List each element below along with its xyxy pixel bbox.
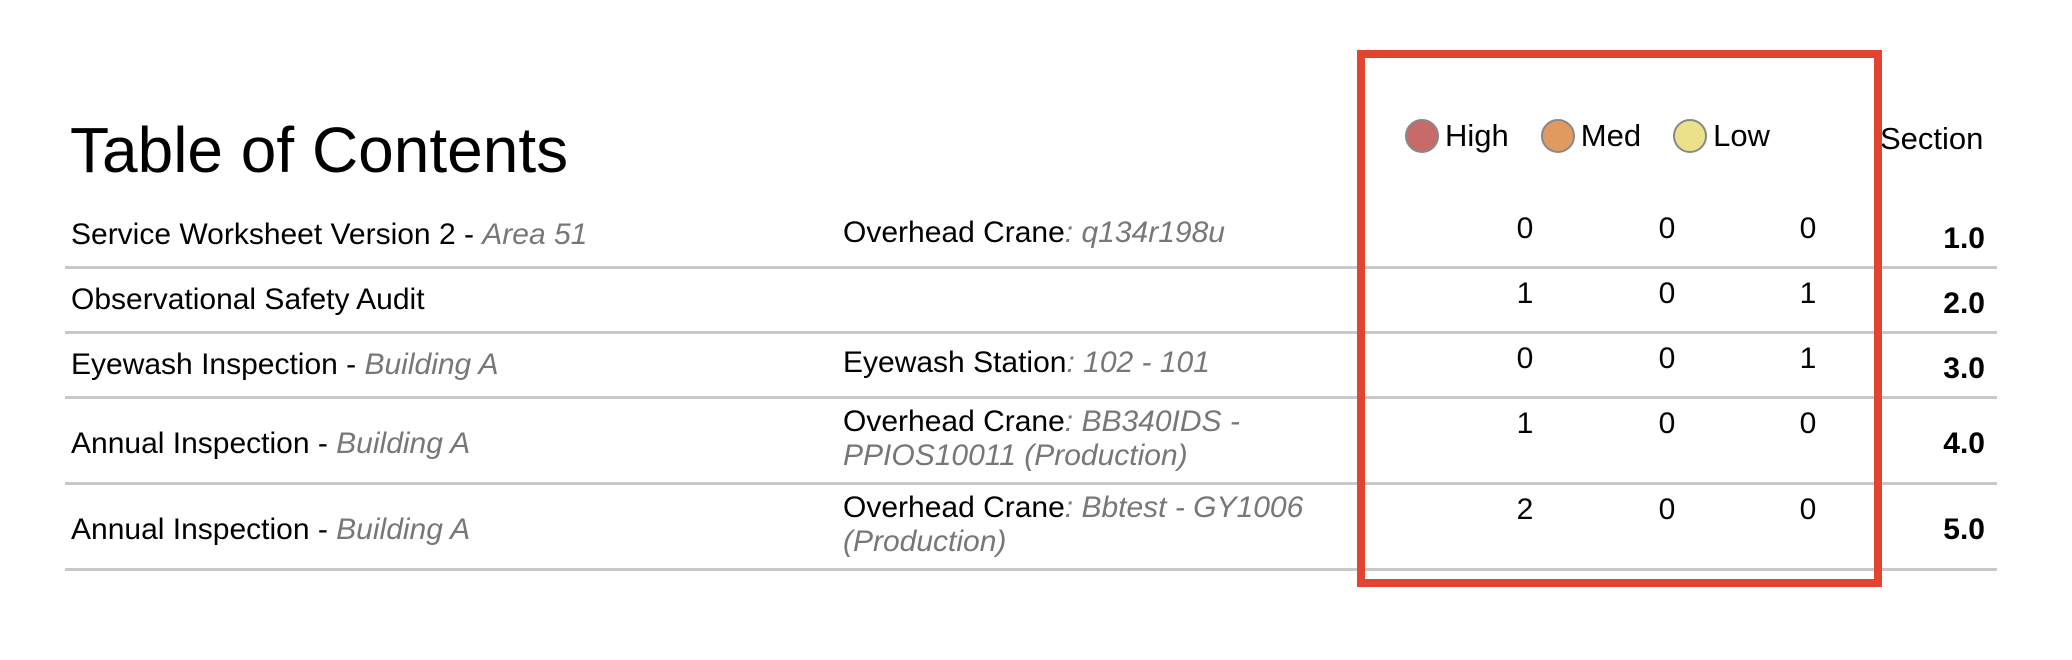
asset-cell: Overhead Crane: q134r198u [843, 216, 1363, 250]
high-count: 2 [1516, 493, 1534, 526]
form-title-text: Eyewash Inspection - [71, 348, 365, 381]
low-count: 1 [1799, 277, 1817, 310]
med-count: 0 [1658, 212, 1676, 245]
legend-item-med: Med [1540, 118, 1642, 154]
section-number[interactable]: 3.0 [1943, 352, 1985, 385]
form-title-text: Annual Inspection - [71, 513, 337, 546]
high-count: 1 [1516, 277, 1534, 310]
form-title[interactable]: Eyewash Inspection - Building A [71, 348, 498, 382]
med-dot-icon [1540, 119, 1575, 153]
med-count: 0 [1658, 277, 1676, 310]
high-count: 0 [1516, 342, 1534, 375]
section-number[interactable]: 2.0 [1943, 287, 1985, 320]
legend-label-med: Med [1580, 118, 1642, 153]
section-number[interactable]: 5.0 [1943, 513, 1985, 546]
legend-item-high: High [1405, 118, 1509, 154]
legend-label-low: Low [1713, 118, 1770, 153]
low-count: 1 [1799, 342, 1817, 375]
high-count: 1 [1516, 407, 1534, 440]
asset-cell: Eyewash Station: 102 - 101 [843, 346, 1363, 380]
toc-row[interactable]: Annual Inspection - Building A Overhead … [65, 485, 1997, 571]
med-count: 0 [1658, 493, 1676, 526]
form-title-text: Annual Inspection - [71, 427, 337, 460]
low-count: 0 [1799, 407, 1817, 440]
form-title[interactable]: Service Worksheet Version 2 - Area 51 [71, 218, 587, 252]
section-column-header: Section [1880, 121, 1984, 156]
toc-table: Service Worksheet Version 2 - Area 51 Ov… [65, 204, 1997, 571]
toc-row[interactable]: Service Worksheet Version 2 - Area 51 Ov… [65, 204, 1997, 269]
form-location: Building A [336, 513, 471, 546]
form-title[interactable]: Annual Inspection - Building A [71, 513, 470, 547]
toc-row[interactable]: Observational Safety Audit 1 0 1 2.0 [65, 269, 1997, 334]
form-location: Area 51 [482, 218, 588, 251]
legend-label-high: High [1445, 118, 1509, 153]
page-title: Table of Contents [70, 114, 569, 186]
asset-id: : 102 - 101 [1066, 346, 1210, 379]
asset-id: : BB340IDS - PPIOS10011 (Production) [843, 405, 1240, 472]
asset-id: : q134r198u [1064, 216, 1225, 249]
asset-type: Overhead Crane [843, 216, 1065, 249]
med-count: 0 [1658, 342, 1676, 375]
high-dot-icon [1405, 119, 1439, 153]
legend-item-low: Low [1673, 118, 1770, 154]
severity-legend: High Med Low [1405, 118, 1770, 154]
low-dot-icon [1673, 119, 1708, 153]
form-title-text: Service Worksheet Version 2 - [71, 218, 483, 251]
form-title[interactable]: Observational Safety Audit [71, 283, 425, 317]
asset-cell: Overhead Crane: BB340IDS - PPIOS10011 (P… [843, 405, 1363, 473]
form-title[interactable]: Annual Inspection - Building A [71, 427, 470, 461]
toc-row[interactable]: Eyewash Inspection - Building A Eyewash … [65, 334, 1997, 399]
asset-type: Overhead Crane [843, 405, 1065, 438]
high-count: 0 [1516, 212, 1534, 245]
form-title-text: Observational Safety Audit [71, 283, 425, 316]
asset-id: : Bbtest - GY1006 (Production) [843, 491, 1304, 558]
asset-type: Eyewash Station [843, 346, 1067, 379]
form-location: Building A [336, 427, 471, 460]
asset-type: Overhead Crane [843, 491, 1065, 524]
med-count: 0 [1658, 407, 1676, 440]
toc-row[interactable]: Annual Inspection - Building A Overhead … [65, 399, 1997, 485]
asset-cell: Overhead Crane: Bbtest - GY1006 (Product… [843, 491, 1363, 559]
low-count: 0 [1799, 212, 1817, 245]
section-number[interactable]: 4.0 [1943, 427, 1985, 460]
form-location: Building A [364, 348, 499, 381]
section-number[interactable]: 1.0 [1943, 222, 1985, 255]
low-count: 0 [1799, 493, 1817, 526]
